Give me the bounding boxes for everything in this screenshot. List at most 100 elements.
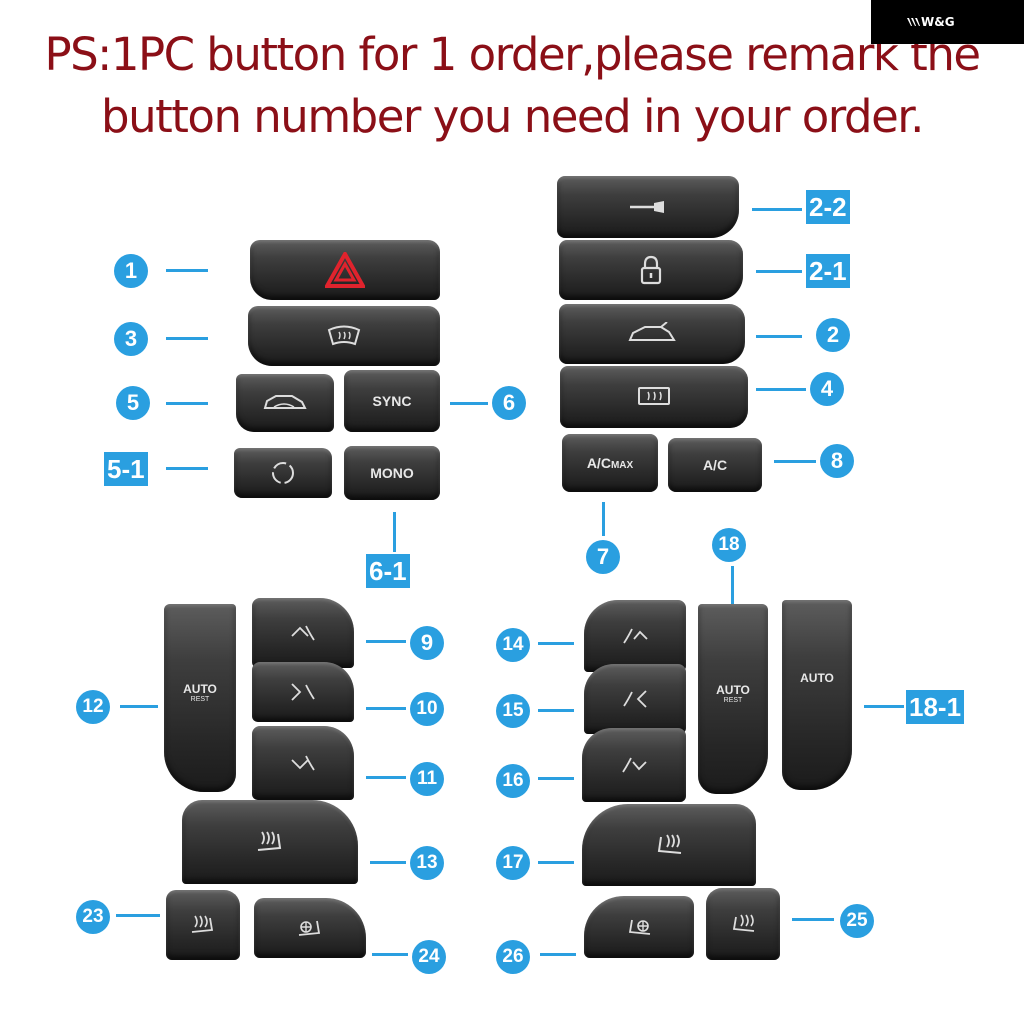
instruction-line-2: button number you need in your order.	[101, 90, 924, 143]
number-tag-24: 24	[412, 940, 446, 974]
number-tag-17: 17	[496, 846, 530, 880]
leader-line	[731, 566, 734, 604]
number-tag-14: 14	[496, 628, 530, 662]
number-tag-12: 12	[76, 690, 110, 724]
mono-button: MONO	[344, 446, 440, 500]
leader-line	[393, 512, 396, 552]
seat-air-up-right-icon	[623, 628, 648, 644]
mono-label: MONO	[370, 465, 414, 481]
ac-max-max-text: MAX	[610, 460, 634, 471]
ac-max-button: A/CMAX	[562, 434, 658, 492]
seat-air-up-icon	[291, 625, 315, 641]
leader-line	[166, 467, 208, 470]
recirculation-loop-button	[234, 448, 332, 498]
leader-line	[366, 707, 406, 710]
leader-line	[774, 460, 816, 463]
leader-line	[756, 270, 802, 273]
seat-heat-right-button	[582, 804, 756, 886]
leader-line	[370, 861, 406, 864]
sync-button: SYNC	[344, 370, 440, 432]
leader-line	[756, 388, 806, 391]
number-tag-25: 25	[840, 904, 874, 938]
seat-air-down-right-icon	[622, 757, 647, 773]
number-tag-6: 6	[492, 386, 526, 420]
number-tag-18-1: 18-1	[906, 690, 965, 724]
leader-line	[166, 337, 208, 340]
seat-air-down-icon	[291, 755, 315, 771]
lock-button	[559, 240, 743, 300]
ac-button: A/C	[668, 438, 762, 492]
seat-fan-icon	[298, 920, 321, 936]
leader-line	[366, 776, 406, 779]
seat-heat-small-right-icon	[732, 914, 755, 932]
seat-down-right-button	[582, 728, 686, 802]
number-tag-15: 15	[496, 694, 530, 728]
leader-line	[792, 918, 834, 921]
ac-label: A/C	[702, 457, 728, 473]
number-tag-7: 7	[586, 540, 620, 574]
number-tag-1: 1	[114, 254, 148, 288]
seat-heat-left-button	[182, 800, 358, 884]
leader-line	[752, 208, 802, 211]
number-tag-2: 2	[816, 318, 850, 352]
number-tag-9: 9	[410, 626, 444, 660]
leader-line	[166, 402, 208, 405]
seat-air-front-right-icon	[623, 690, 647, 708]
leader-line	[538, 642, 574, 645]
trunk-button	[559, 304, 745, 364]
auto-text: AUTO	[800, 671, 834, 686]
recirculation-icon	[272, 462, 294, 484]
seat-air-front-icon	[291, 683, 315, 701]
seat-heat-right-icon	[657, 834, 682, 854]
leader-line	[120, 705, 158, 708]
number-tag-5: 5	[116, 386, 150, 420]
leader-line	[602, 502, 605, 536]
number-tag-4: 4	[810, 372, 844, 406]
brand-wing-icon	[907, 18, 920, 26]
hazard-triangle-icon	[325, 252, 365, 288]
brand-logo: W&G	[871, 0, 1024, 44]
seat-heat-small-icon	[191, 915, 214, 933]
number-tag-3: 3	[114, 322, 148, 356]
windshield-defrost-icon	[327, 325, 361, 346]
seat-fan-right-button	[584, 896, 694, 958]
number-tag-10: 10	[410, 692, 444, 726]
car-trunk-icon	[628, 322, 676, 341]
instruction-text: PS:1PC button for 1 order,please remark …	[0, 24, 1024, 148]
brand-name: W&G	[921, 15, 955, 29]
leader-line	[538, 777, 574, 780]
auto-right-label: AUTO	[782, 672, 852, 684]
number-tag-11: 11	[410, 762, 444, 796]
leader-line	[538, 709, 574, 712]
windshield-heat-button	[248, 306, 440, 366]
ac-max-ac-text: A/C	[586, 455, 611, 471]
rear-defrost-button	[560, 366, 748, 428]
seat-down-left-button	[252, 726, 354, 800]
number-tag-18: 18	[712, 528, 746, 562]
leader-line	[166, 269, 208, 272]
seat-heat-small-left-button	[166, 890, 240, 960]
sync-label: SYNC	[372, 393, 412, 409]
padlock-icon	[640, 255, 662, 285]
leader-line	[450, 402, 488, 405]
seat-fan-left-button	[254, 898, 366, 958]
leader-line	[372, 953, 408, 956]
seat-heat-small-right-button	[706, 888, 780, 960]
rest-text: REST	[190, 695, 210, 703]
leader-line	[538, 861, 574, 864]
number-tag-16: 16	[496, 764, 530, 798]
seat-up-right-button	[584, 600, 686, 672]
leader-line	[540, 953, 576, 956]
number-tag-13: 13	[410, 846, 444, 880]
auto-right-button: AUTO	[782, 600, 852, 790]
rest-text: REST	[723, 696, 743, 704]
leader-line	[366, 640, 406, 643]
car-air-icon	[263, 395, 307, 409]
auto-text: AUTO	[183, 681, 217, 696]
number-tag-2-2: 2-2	[806, 190, 850, 224]
seat-heat-icon	[257, 831, 282, 851]
